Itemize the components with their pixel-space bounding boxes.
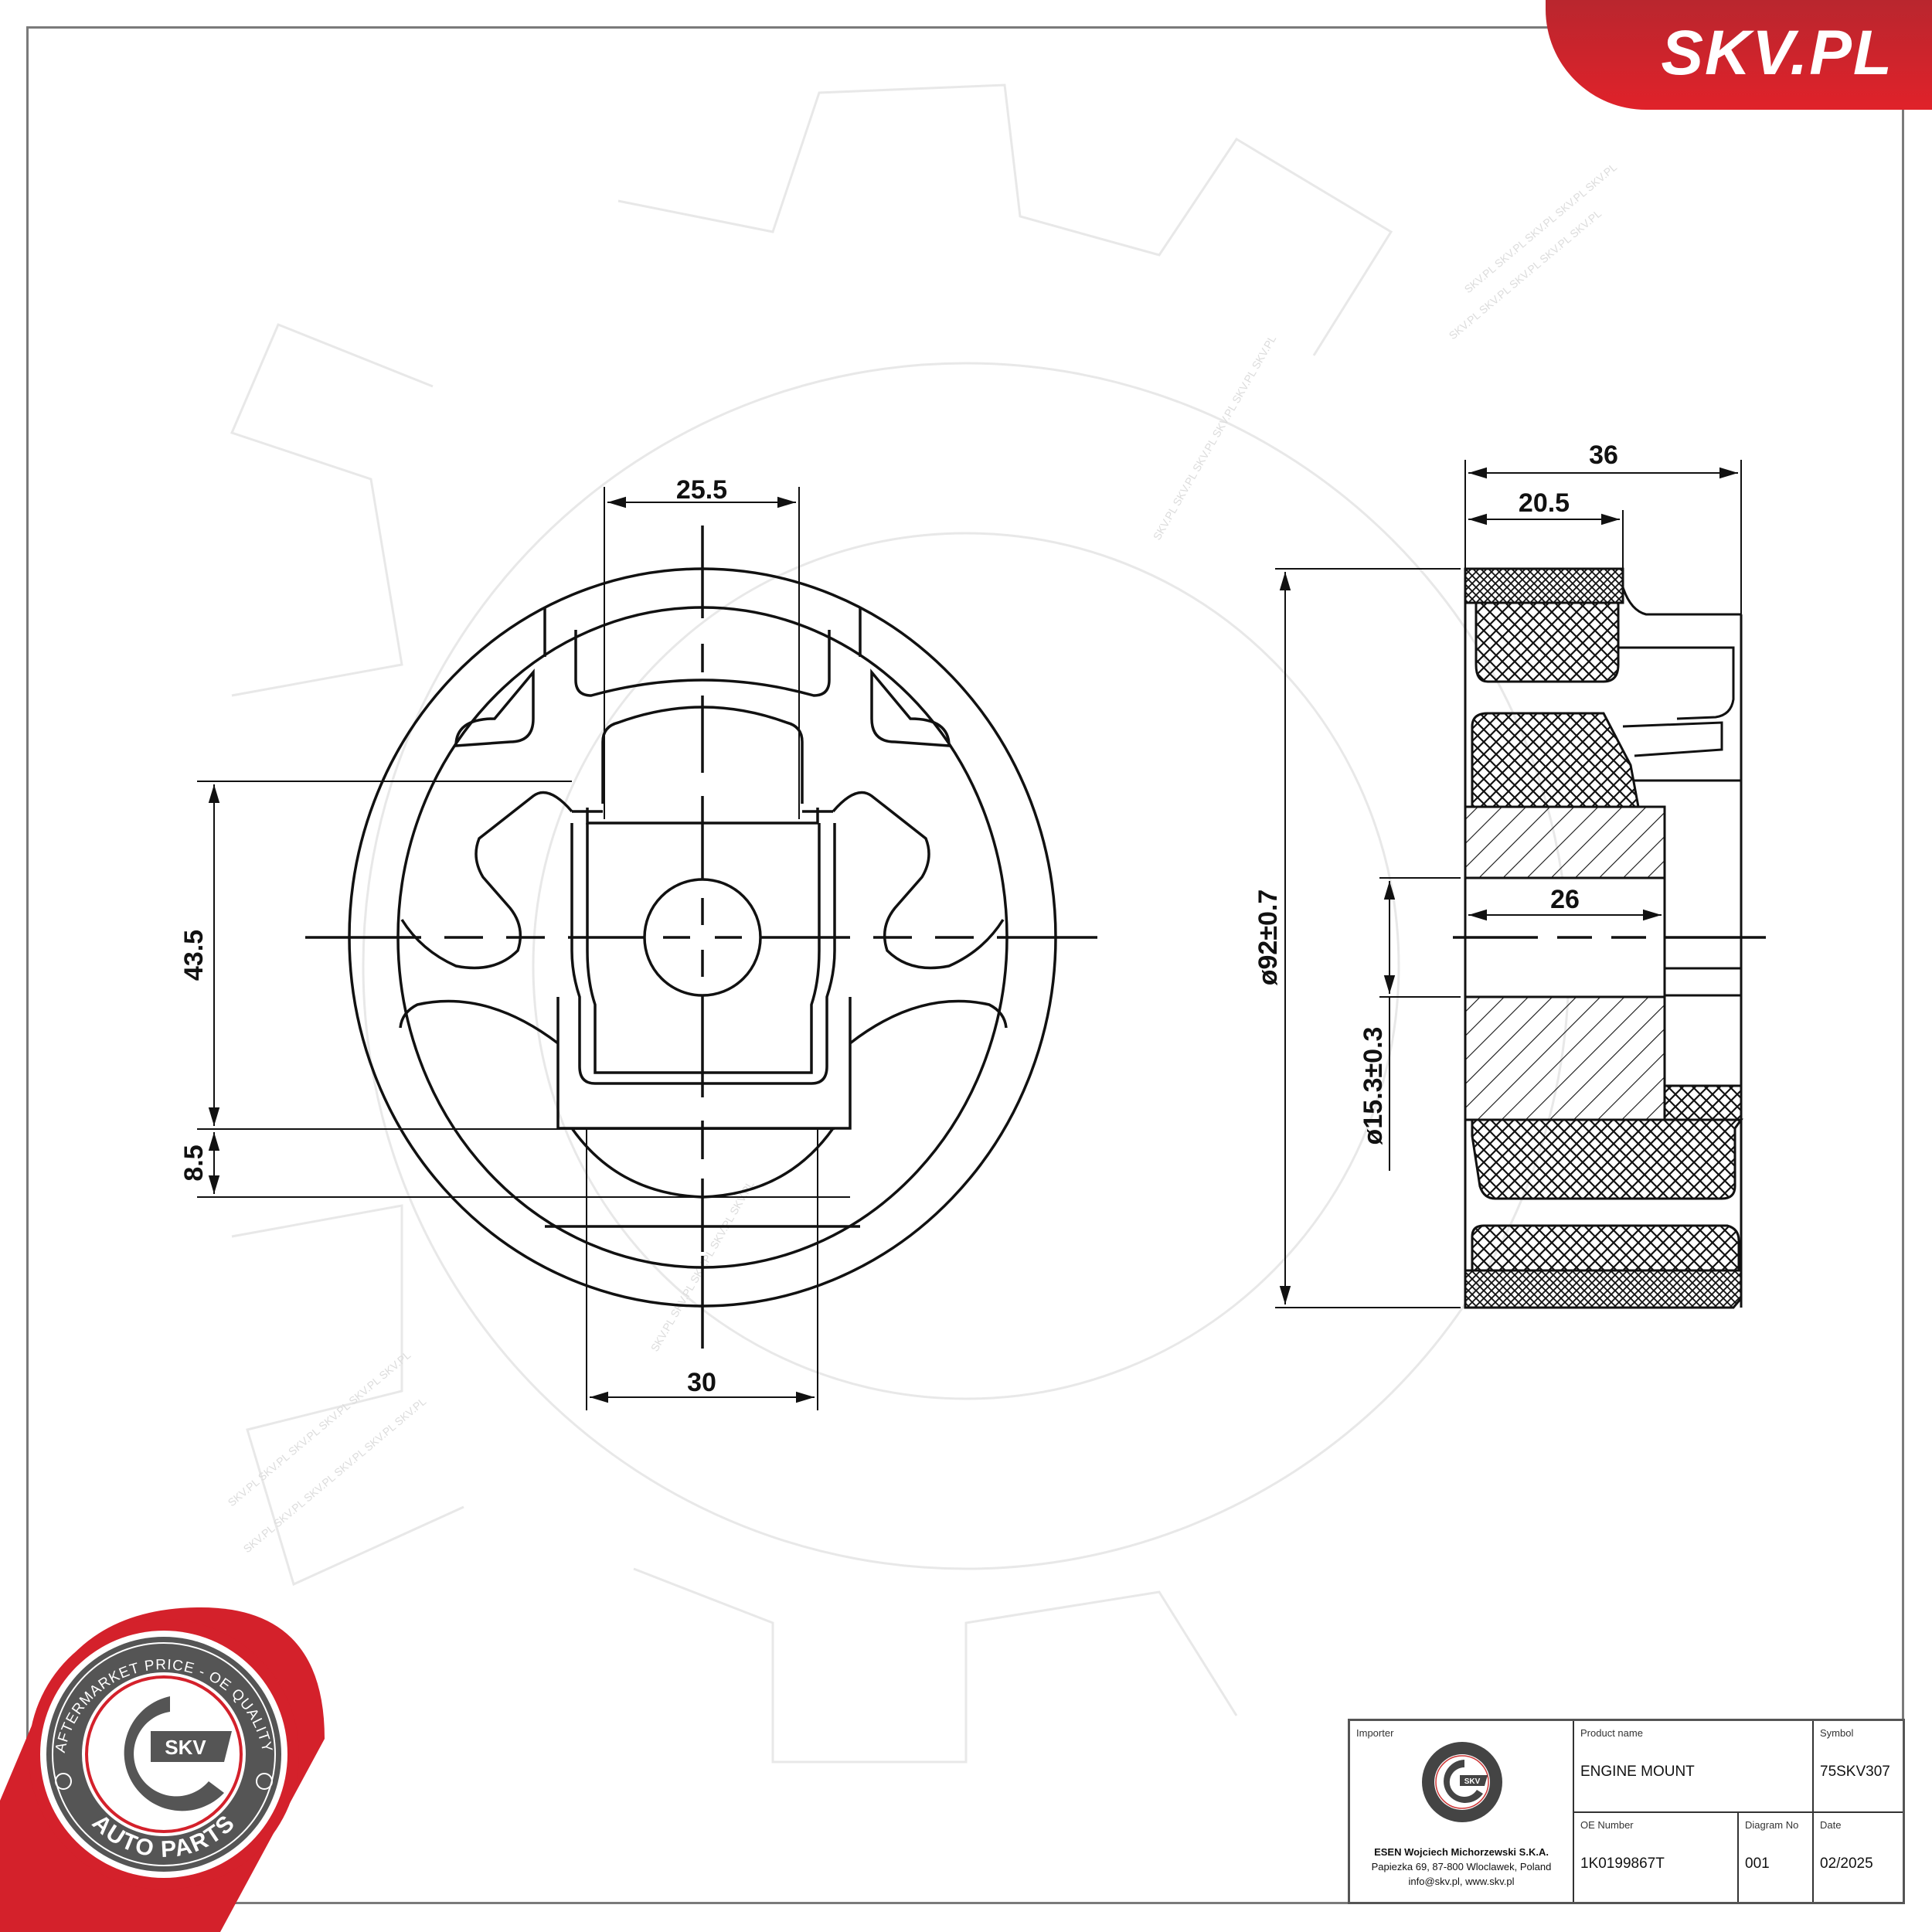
front-view-centerlines bbox=[305, 526, 1097, 1349]
watermark-text-pattern: SKV.PL SKV.PL SKV.PL SKV.PL SKV.PL SKV.P… bbox=[226, 161, 1620, 1555]
dim-bottom-width: 30 bbox=[687, 1368, 716, 1397]
drawing-frame bbox=[26, 26, 1904, 1904]
diagram-no-label: Diagram No bbox=[1745, 1819, 1799, 1831]
side-view-dimensions bbox=[1275, 460, 1742, 1308]
importer-label: Importer bbox=[1356, 1727, 1394, 1739]
dim-bore-diameter: ø15.3±0.3 bbox=[1359, 1027, 1388, 1145]
importer-address: Papiezka 69, 87-800 Wloclawek, Poland bbox=[1371, 1861, 1552, 1872]
date-value: 02/2025 bbox=[1820, 1855, 1873, 1872]
oe-number-cell: OE Number 1K0199867T bbox=[1574, 1813, 1739, 1902]
product-name-value: ENGINE MOUNT bbox=[1580, 1764, 1695, 1780]
title-block: Importer SKV ESEN Wojciech Michorzewski … bbox=[1348, 1719, 1905, 1904]
dim-bushing-length: 26 bbox=[1550, 885, 1580, 914]
front-view-dimensions bbox=[197, 487, 850, 1410]
brand-banner: SKV.PL bbox=[1546, 0, 1932, 110]
symbol-value: 75SKV307 bbox=[1820, 1764, 1890, 1780]
symbol-cell: Symbol 75SKV307 bbox=[1814, 1721, 1903, 1813]
brand-banner-text: SKV.PL bbox=[1661, 18, 1893, 88]
watermark-gear-icon bbox=[230, 83, 1570, 1764]
diagram-no-cell: Diagram No 001 bbox=[1739, 1813, 1814, 1902]
oe-number-label: OE Number bbox=[1580, 1819, 1634, 1831]
product-name-label: Product name bbox=[1580, 1727, 1643, 1739]
importer-cell: Importer SKV ESEN Wojciech Michorzewski … bbox=[1350, 1721, 1574, 1902]
date-label: Date bbox=[1820, 1819, 1842, 1831]
svg-text:SKV.PL SKV.PL SKV.PL SKV.PL SK: SKV.PL SKV.PL SKV.PL SKV.PL SKV.PL bbox=[1447, 207, 1604, 342]
dim-overall-width: 36 bbox=[1589, 440, 1618, 470]
svg-text:SKV: SKV bbox=[1464, 1777, 1481, 1786]
diagram-no-value: 001 bbox=[1745, 1855, 1770, 1872]
seal-center-text: SKV bbox=[165, 1736, 206, 1759]
dim-left-small: 8.5 bbox=[179, 1145, 209, 1181]
product-name-cell: Product name ENGINE MOUNT bbox=[1574, 1721, 1814, 1813]
importer-company: ESEN Wojciech Michorzewski S.K.A. bbox=[1374, 1846, 1549, 1858]
dim-top-width: 25.5 bbox=[676, 475, 727, 505]
symbol-label: Symbol bbox=[1820, 1727, 1854, 1739]
importer-contact: info@skv.pl, www.skv.pl bbox=[1408, 1876, 1515, 1887]
date-cell: Date 02/2025 bbox=[1814, 1813, 1903, 1902]
importer-logo-icon: SKV bbox=[1422, 1742, 1502, 1822]
oe-number-value: 1K0199867T bbox=[1580, 1855, 1665, 1872]
dim-partial-width: 20.5 bbox=[1519, 488, 1570, 518]
skv-seal-logo-icon: SKV AFTERMARKET PRICE - OE QUALITY AUTO … bbox=[0, 1607, 325, 1932]
dim-left-height: 43.5 bbox=[179, 930, 209, 981]
svg-text:SKV.PL SKV.PL SKV.PL SKV.PL SK: SKV.PL SKV.PL SKV.PL SKV.PL SKV.PL bbox=[1462, 161, 1620, 295]
dim-outer-diameter: ø92±0.7 bbox=[1253, 889, 1283, 986]
svg-text:SKV.PL SKV.PL SKV.PL SKV.PL SK: SKV.PL SKV.PL SKV.PL SKV.PL SKV.PL SKV.P… bbox=[1151, 333, 1279, 543]
